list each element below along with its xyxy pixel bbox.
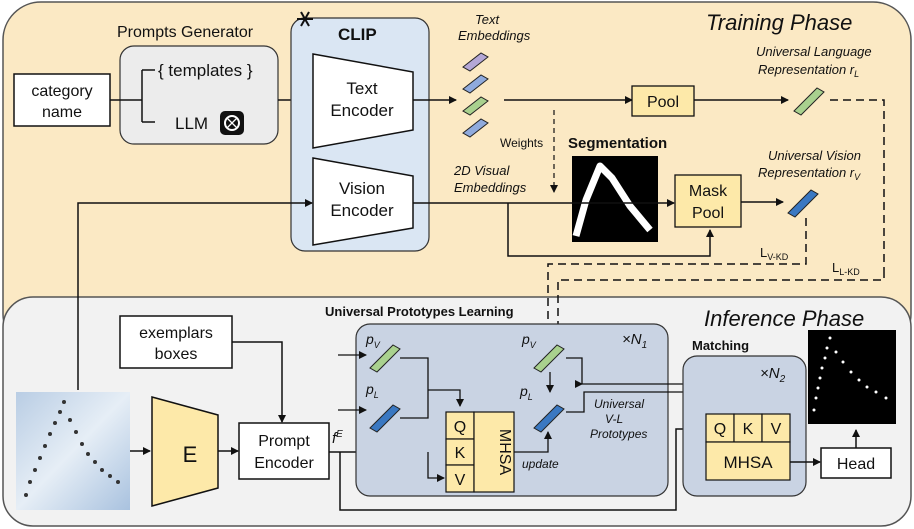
- upl-repeat: ×N1: [622, 331, 647, 351]
- loss-l-kd: LL-KD: [832, 260, 860, 277]
- segmentation-label: Segmentation: [568, 135, 667, 152]
- training-phase-title: Training Phase: [706, 10, 852, 35]
- uvr-line2: Representation rV: [758, 165, 861, 182]
- text-encoder-line2: Encoder: [330, 101, 394, 120]
- upl-pv-vector: [369, 344, 401, 373]
- pool-label: Pool: [647, 94, 679, 111]
- upl-proto-line2: V-L: [605, 412, 623, 426]
- text-encoder-line1: Text: [346, 79, 377, 98]
- inference-phase-title: Inference Phase: [704, 306, 864, 331]
- matching-v: V: [771, 421, 782, 438]
- prompt-encoder-line2: Encoder: [254, 455, 314, 472]
- vision-encoder-trapezoid: [312, 157, 414, 246]
- exemplars-line1: exemplars: [139, 325, 213, 342]
- pool-box: [631, 85, 695, 117]
- mask-pool-box: [674, 174, 742, 228]
- upl-v: V: [455, 472, 466, 489]
- head-label: Head: [837, 456, 875, 473]
- text-embeddings-line1: Text: [475, 12, 500, 27]
- weights-label: Weights: [500, 136, 543, 150]
- matching-q: Q: [714, 421, 726, 438]
- upl-proto-line1: Universal: [594, 397, 644, 411]
- upl-pv-vector-right: [533, 344, 565, 373]
- ulr-line1: Universal Language: [756, 44, 872, 59]
- upl-pv-label-right: pV: [521, 331, 537, 350]
- matching-title: Matching: [692, 338, 749, 353]
- category-name-line2: name: [42, 104, 82, 121]
- matching-k: K: [743, 421, 754, 438]
- matching-mhsa: MHSA: [723, 453, 773, 472]
- upl-q: Q: [454, 419, 466, 436]
- ulr-dashed-path: [830, 99, 885, 270]
- ulr-line2: Representation rL: [758, 62, 859, 79]
- upl-pl-label-right: pL: [519, 383, 533, 402]
- exemplars-line2: boxes: [155, 346, 198, 363]
- e-encoder-label: E: [183, 442, 198, 467]
- prompts-generator-bracket: [141, 69, 155, 123]
- upl-attention-block: [445, 411, 515, 493]
- input-image: [16, 392, 130, 510]
- upl-pl-label: pL: [365, 381, 379, 400]
- llm-label: LLM: [175, 114, 208, 133]
- upl-pl-vector-right: [533, 404, 565, 433]
- vision-encoder-line2: Encoder: [330, 201, 394, 220]
- e-encoder-trapezoid: [151, 396, 219, 507]
- output-density-map: [808, 330, 896, 424]
- mask-pool-line1: Mask: [689, 183, 728, 200]
- fe-label: fE: [332, 429, 343, 447]
- visual-embeddings-line2: Embeddings: [454, 180, 527, 195]
- category-name-box: [13, 73, 111, 127]
- clip-title: CLIP: [338, 25, 377, 44]
- upl-update-label: update: [522, 457, 559, 471]
- templates-label: { templates }: [158, 61, 253, 80]
- text-embeddings-line2: Embeddings: [458, 28, 531, 43]
- category-name-line1: category: [31, 83, 92, 100]
- prompts-generator-title: Prompts Generator: [117, 24, 254, 41]
- prompt-encoder-line1: Prompt: [258, 433, 310, 450]
- upl-proto-line3: Prototypes: [590, 427, 647, 441]
- upl-pl-vector: [369, 404, 401, 433]
- vision-encoder-line1: Vision: [339, 179, 385, 198]
- llm-logo-icon: [220, 111, 244, 135]
- uvr-line1: Universal Vision: [768, 148, 861, 163]
- upl-pv-label: pV: [365, 331, 381, 350]
- upl-title: Universal Prototypes Learning: [325, 304, 514, 319]
- ulr-vector: [793, 87, 825, 116]
- matching-attention-block: [705, 413, 791, 481]
- segmentation-shape: [572, 162, 653, 237]
- upl-mhsa: MHSA: [496, 429, 513, 476]
- loss-v-kd: LV-KD: [760, 245, 789, 262]
- ulr-dashed-path-lower: [557, 270, 885, 333]
- snowflake-icon: [297, 11, 313, 27]
- mask-pool-line2: Pool: [692, 205, 724, 222]
- matching-repeat: ×N2: [760, 365, 786, 385]
- text-encoder-trapezoid: [312, 53, 414, 149]
- uvr-dashed-path: [547, 218, 807, 334]
- upl-k: K: [455, 445, 466, 462]
- prompt-encoder-box: [238, 422, 330, 480]
- visual-embeddings-line1: 2D Visual: [453, 163, 511, 178]
- uvr-vector: [787, 189, 819, 218]
- text-embedding-vectors: [462, 52, 489, 138]
- exemplars-box: [119, 315, 233, 369]
